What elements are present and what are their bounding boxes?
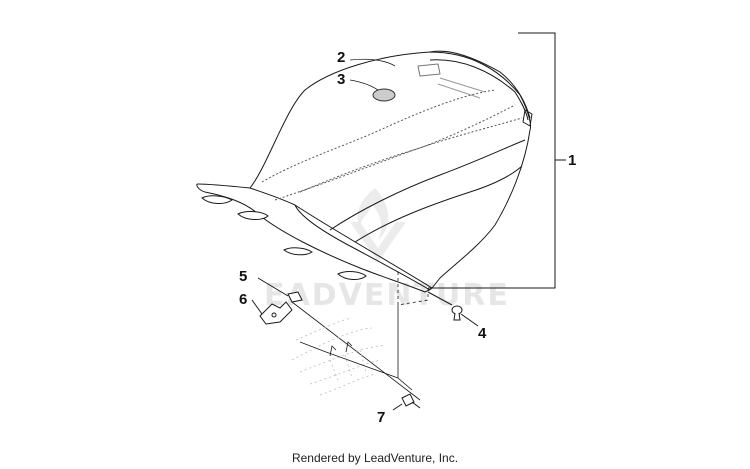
seat-rear-hump [429,50,531,119]
push-rivet-fastener [427,291,479,327]
seat-front-nose [196,183,259,215]
seat-stitch-line [299,104,516,193]
bracket-line [428,32,556,289]
latch-plate-hole [271,312,277,318]
callout-leaders [349,58,396,91]
leader-line [251,299,263,315]
frame-line [345,341,353,353]
leader-line [257,277,289,297]
latch-bracket-group [251,277,421,401]
rivet-shank [453,312,461,321]
seat-logo-text [439,77,486,93]
fastener-body [401,393,415,407]
leader-line [427,291,453,306]
seat-bottom-edge [294,204,431,291]
watermark-text: EADVENTURE [264,278,510,313]
frame-ghost-lines [291,317,386,396]
seat-rear-latch [522,109,533,127]
seat-emblem [372,88,396,102]
mount-foot [201,195,233,204]
callout-5[interactable]: 5 [239,268,247,285]
leader-line [392,403,403,411]
frame-line [397,377,413,391]
seat-logo-patch [417,63,441,77]
rivet-head [451,305,463,315]
ghost-line [295,317,353,341]
frame-lines [299,341,413,391]
leader-line [349,58,396,67]
mount-foot [283,247,313,256]
seat-top-outline [249,51,531,289]
seat-stitch-line [261,89,496,183]
fastener-tail [411,401,421,409]
callout-labels: 1 2 3 4 5 6 7 [239,49,576,426]
ghost-line [344,354,353,379]
frame-line [325,351,399,379]
callout-1[interactable]: 1 [568,152,576,169]
seat-logo-text [437,83,481,99]
seat-mount-feet [201,195,367,280]
leader-line [460,313,479,327]
assembly-bracket [428,32,566,289]
latch-plate [259,301,293,325]
leader-line [349,79,379,91]
strap-fastener [392,393,421,411]
watermark: EADVENTURE [264,188,510,313]
seat-panel-line [329,139,526,231]
latch-clip [287,291,303,303]
ghost-line [309,359,381,385]
ghost-line [359,349,367,373]
mounting-axis-line [291,301,421,401]
callout-4[interactable]: 4 [478,325,487,342]
frame-line [329,345,337,357]
frame-line [299,341,327,353]
callout-7[interactable]: 7 [377,409,385,426]
footer-credit: Rendered by LeadVenture, Inc. [291,451,459,465]
ghost-line [319,373,376,396]
callout-2[interactable]: 2 [337,49,345,66]
mount-foot [237,211,269,220]
ghost-line [329,359,339,381]
seat-stitch-line [274,117,523,201]
seat-panel-line [354,165,523,243]
callout-6[interactable]: 6 [239,291,247,308]
seat-assembly [196,50,533,293]
callout-3[interactable]: 3 [337,71,345,88]
ghost-line [299,344,386,373]
mount-foot [337,271,367,280]
watermark-v-icon [350,222,406,262]
